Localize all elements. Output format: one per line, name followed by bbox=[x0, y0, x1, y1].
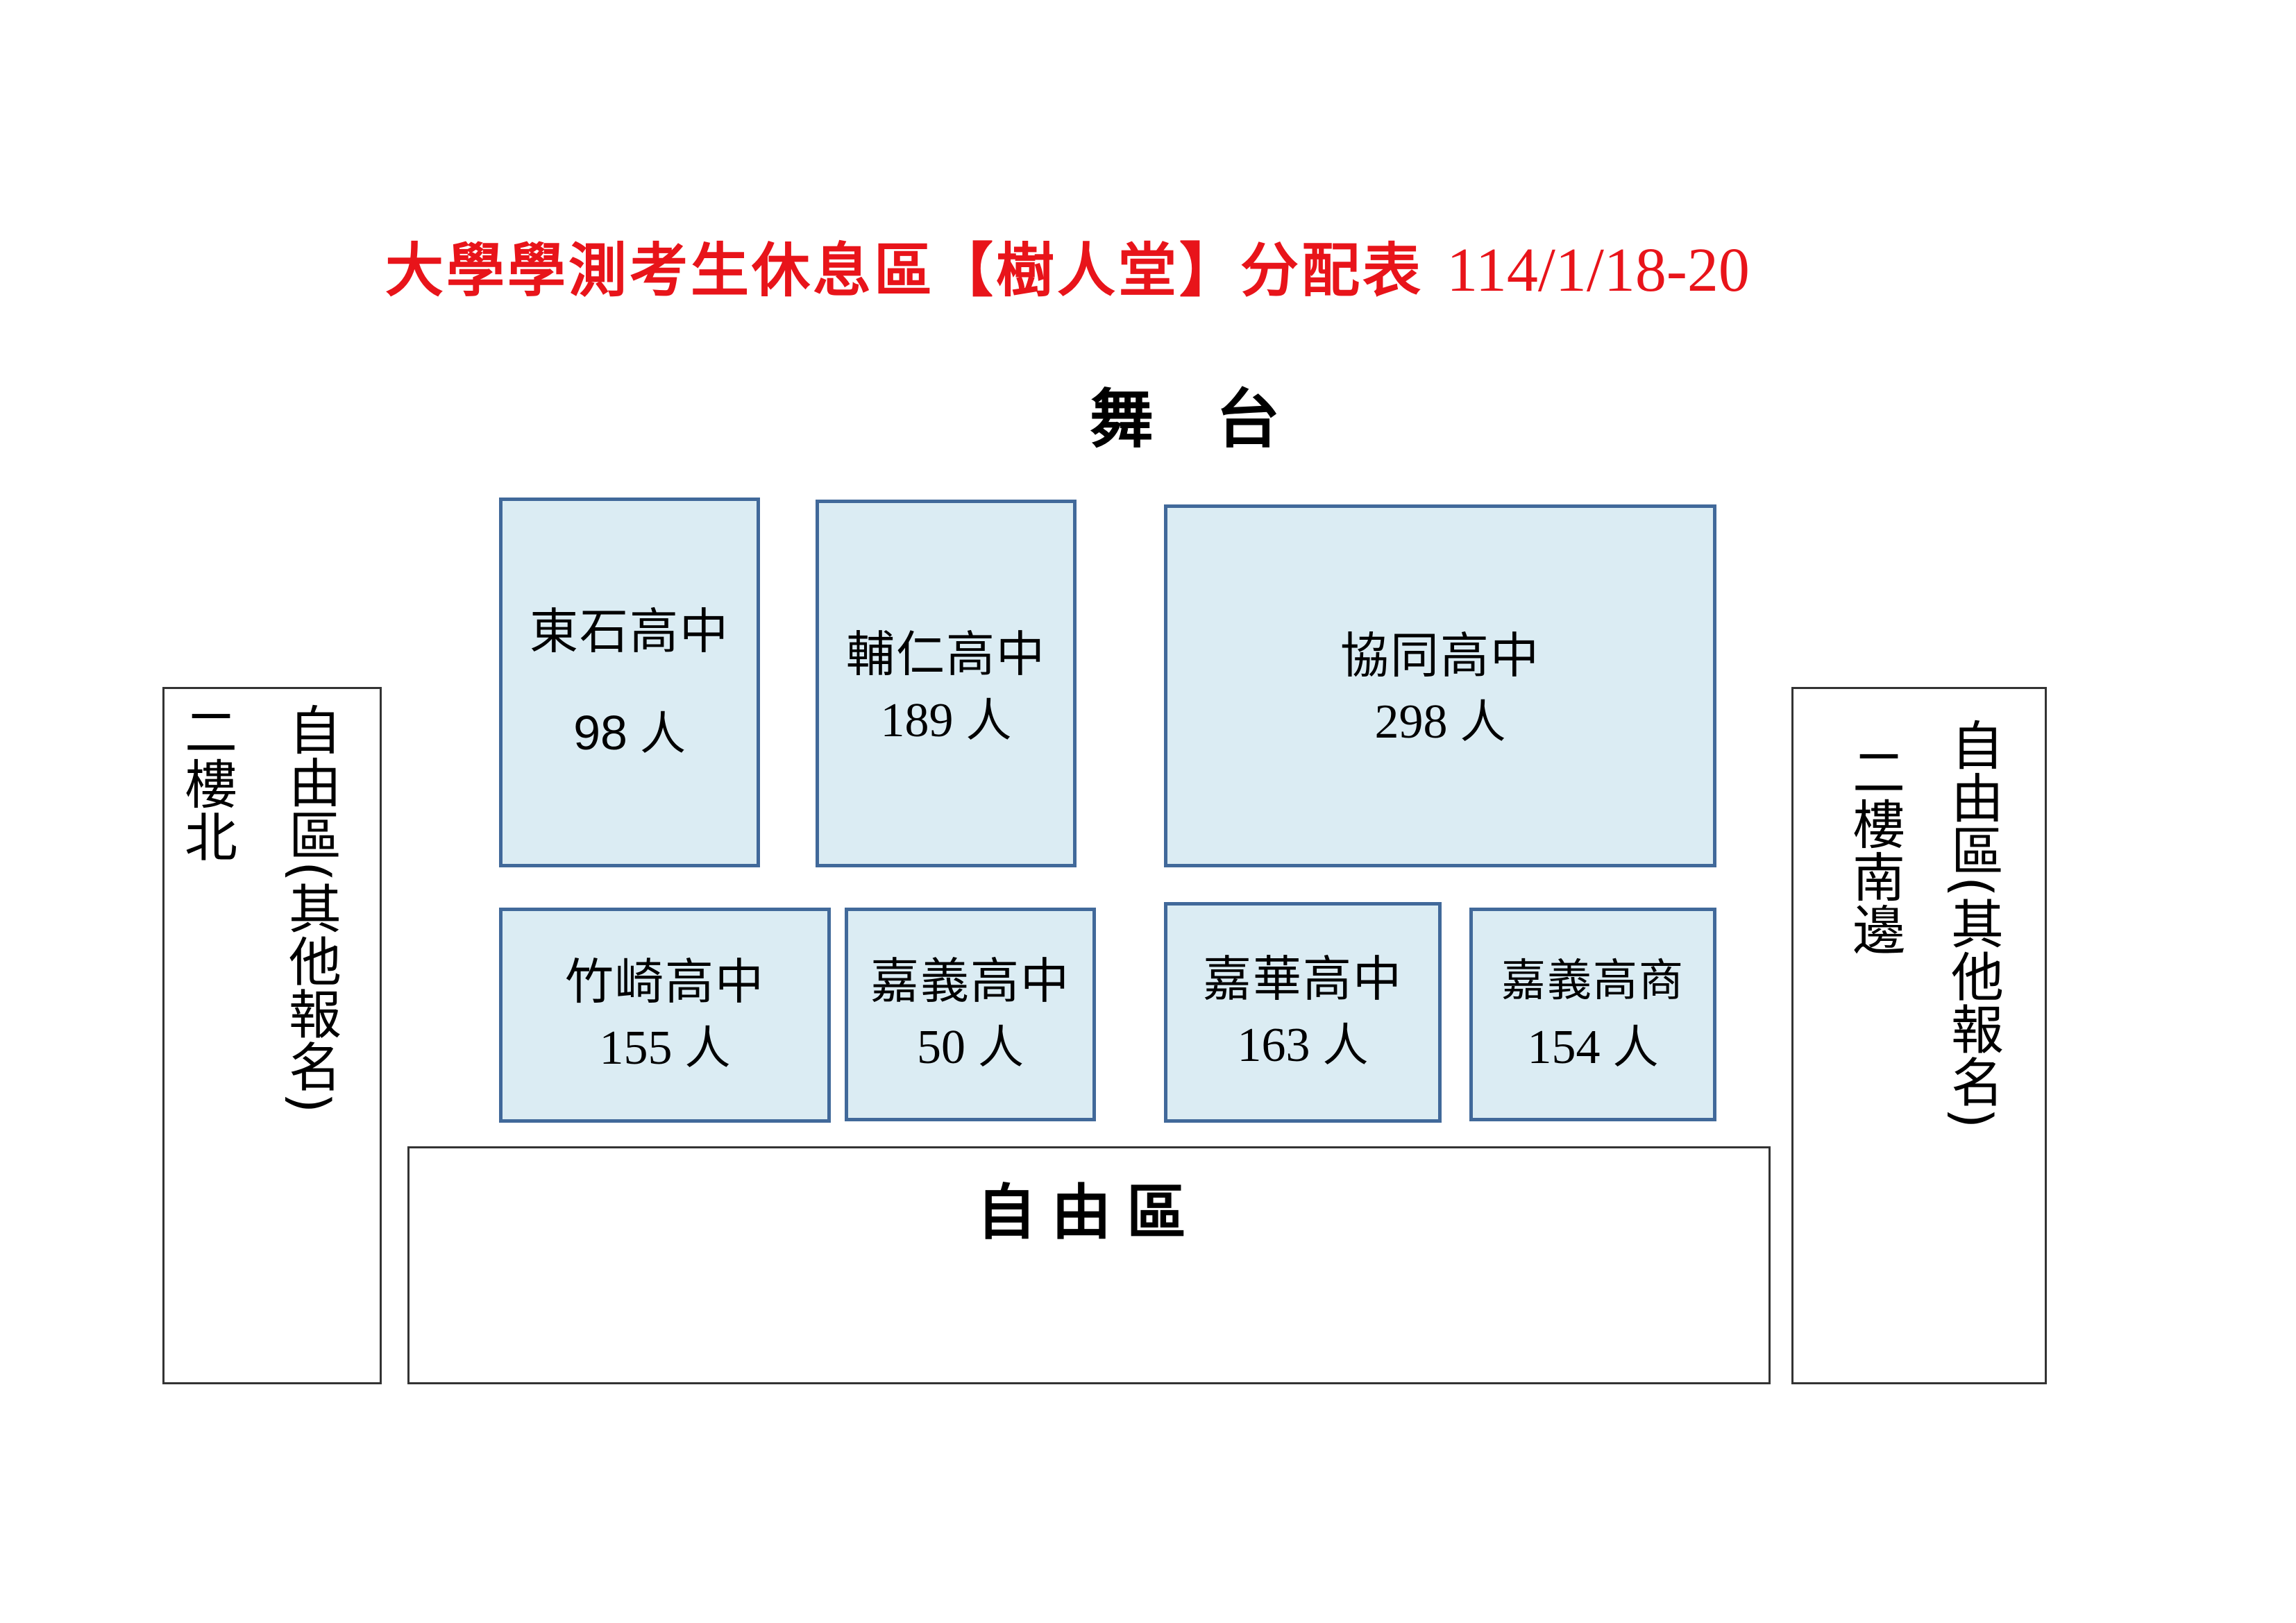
school-name: 嘉義高商 bbox=[1501, 955, 1685, 1007]
free-area-bottom: 自由區 bbox=[407, 1146, 1771, 1384]
free-area-label: 自由區 bbox=[977, 1178, 1201, 1248]
school-name: 東石高中 bbox=[530, 602, 729, 660]
school-name: 竹崎高中 bbox=[565, 953, 765, 1010]
page-title: 大學學測考生休息區【樹人堂】分配表 114/1/18-20 bbox=[385, 229, 1940, 312]
location-label: 二樓北 bbox=[176, 704, 237, 863]
free-area-right: 自由區(其他報名) 二樓南邊 bbox=[1791, 687, 2047, 1384]
stage-label: 舞台 bbox=[1090, 382, 1343, 457]
free-area-label: 自由區(其他報名) bbox=[1942, 718, 2004, 1129]
title-date: 114/1/18-20 bbox=[1446, 236, 1750, 305]
free-area-left: 自由區(其他報名) 二樓北 bbox=[162, 687, 382, 1384]
title-text: 大學學測考生休息區【樹人堂】分配表 bbox=[385, 236, 1424, 305]
school-name: 嘉義高中 bbox=[870, 953, 1070, 1010]
school-name: 輔仁高中 bbox=[846, 626, 1046, 683]
location-label: 二樓南邊 bbox=[1843, 745, 1905, 955]
school-name: 嘉華高中 bbox=[1203, 951, 1403, 1008]
school-name: 協同高中 bbox=[1340, 627, 1540, 684]
free-area-label: 自由區(其他報名) bbox=[280, 703, 341, 1114]
